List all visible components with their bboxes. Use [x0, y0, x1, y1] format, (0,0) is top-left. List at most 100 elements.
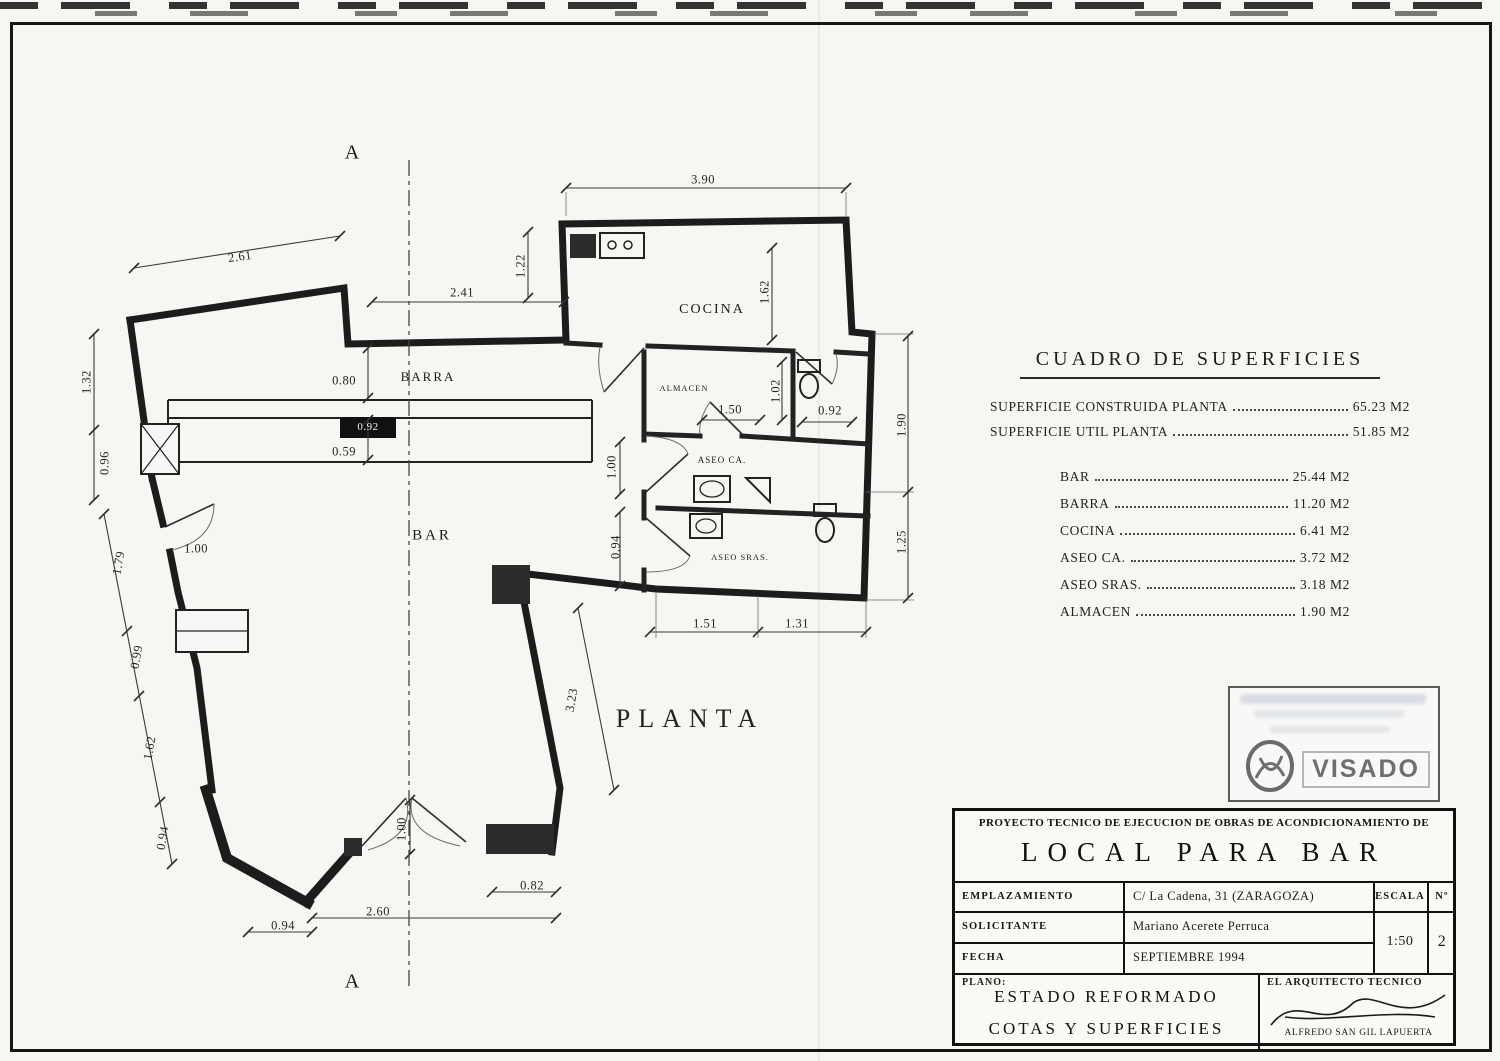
dim-label-d094a: 0.94: [608, 535, 623, 559]
plan-title: PLANTA: [615, 704, 765, 733]
project-description: PROYECTO TECNICO DE EJECUCION DE OBRAS D…: [978, 817, 1430, 829]
dim-label-d096: 0.96: [97, 451, 112, 475]
dim-label-d390: 3.90: [691, 172, 715, 187]
grid-line: [1373, 881, 1375, 973]
dotted-leader: [1135, 614, 1296, 616]
surfaces-totals: SUPERFICIE CONSTRUIDA PLANTA 65.23 M2 SU…: [990, 399, 1410, 449]
surfaces-item-value: 11.20 M2: [1293, 496, 1350, 511]
surfaces-item-row: ASEO CA. 3.72 M2: [1060, 550, 1350, 577]
surfaces-item-label: ASEO CA.: [1060, 550, 1126, 565]
arquitecto-name: ALFREDO SAN GIL LAPUERTA: [1284, 1028, 1433, 1038]
room-label-aseo-sras: ASEO SRAS.: [711, 552, 769, 562]
plano-label: PLANO:: [962, 977, 1007, 988]
stamp-seal-icon: [1246, 740, 1294, 792]
kitchen-counter: [570, 232, 645, 259]
dim-label-d162a: 1.62: [757, 280, 772, 304]
emplazamiento-label: EMPLAZAMIENTO: [962, 890, 1074, 902]
grid-line: [955, 973, 1453, 975]
dim-label-d150: 1.50: [718, 402, 742, 417]
stamp-faded-text: [1240, 694, 1426, 704]
door-leaves: [164, 347, 833, 847]
surfaces-total-label: SUPERFICIE UTIL PLANTA: [990, 424, 1169, 439]
dim-label-d092a: 0.92: [357, 421, 379, 433]
dim-label-d131: 1.31: [785, 616, 809, 631]
toilet-fixtures: [797, 359, 837, 543]
surfaces-item-value: 6.41 M2: [1300, 523, 1350, 538]
solicitante-label: SOLICITANTE: [962, 921, 1048, 932]
surfaces-title: CUADRO DE SUPERFICIES: [1020, 348, 1380, 379]
escala-label: ESCALA: [1375, 890, 1425, 902]
plano-line2: COTAS Y SUPERFICIES: [988, 1019, 1225, 1038]
wall-cabinet: [140, 423, 249, 653]
surfaces-item-row: ALMACEN 1.90 M2: [1060, 604, 1350, 631]
dim-label-d082: 0.82: [520, 878, 544, 893]
dimension-ticks: [88, 182, 914, 938]
grid-line: [955, 942, 1373, 944]
room-label-almacen: ALMACEN: [659, 383, 709, 393]
dim-label-d122: 1.22: [513, 254, 528, 278]
fecha-label: FECHA: [962, 952, 1005, 963]
room-label-aseo-ca: ASEO CA.: [697, 455, 747, 465]
sink-fixtures: [689, 475, 771, 539]
surfaces-item-label: ASEO SRAS.: [1060, 577, 1142, 592]
section-marker-a-bottom: A: [344, 970, 360, 993]
surfaces-item-row: BARRA 11.20 M2: [1060, 496, 1350, 523]
dotted-leader: [1130, 560, 1296, 562]
solicitante-value: Mariano Acerete Perruca: [1133, 919, 1270, 933]
grid-line: [1258, 973, 1260, 1049]
wall-blocks: [344, 565, 554, 856]
surfaces-total-row: SUPERFICIE CONSTRUIDA PLANTA 65.23 M2: [990, 399, 1410, 424]
room-label-bar: BAR: [412, 527, 452, 544]
escala-value: 1:50: [1386, 934, 1414, 949]
title-block: PROYECTO TECNICO DE EJECUCION DE OBRAS D…: [952, 808, 1456, 1049]
grid-line: [955, 911, 1453, 913]
surfaces-total-value: 51.85 M2: [1352, 424, 1410, 439]
section-marker-a-top: A: [344, 141, 360, 164]
surfaces-item-label: ALMACEN: [1060, 604, 1131, 619]
dotted-leader: [1146, 587, 1296, 589]
fecha-value: SEPTIEMBRE 1994: [1133, 950, 1246, 964]
surfaces-item-value: 3.18 M2: [1300, 577, 1350, 592]
numero-value: 2: [1437, 933, 1447, 950]
surfaces-item-row: ASEO SRAS. 3.18 M2: [1060, 577, 1350, 604]
arquitecto-label: EL ARQUITECTO TECNICO: [1267, 977, 1423, 988]
dim-label-d100b: 1.00: [184, 541, 208, 556]
room-label-cocina: COCINA: [679, 302, 745, 317]
interior-walls: [563, 340, 871, 593]
surfaces-item-row: COCINA 6.41 M2: [1060, 523, 1350, 550]
stamp-faded-text: [1270, 726, 1390, 733]
numero-label: Nº: [1435, 890, 1449, 902]
dotted-leader: [1094, 479, 1288, 481]
project-title: LOCAL PARA BAR: [1020, 837, 1388, 867]
surfaces-item-label: COCINA: [1060, 523, 1116, 538]
dotted-leader: [1120, 533, 1296, 535]
surfaces-item-label: BAR: [1060, 469, 1090, 484]
dim-label-d100c: 1.00: [394, 817, 409, 841]
sheet-border: [10, 22, 1492, 1052]
stamp-faded-text: [1254, 710, 1404, 718]
scan-noise-top-2: [40, 11, 1450, 16]
surfaces-item-row: BAR 25.44 M2: [1060, 469, 1350, 496]
surfaces-table: CUADRO DE SUPERFICIES SUPERFICIE CONSTRU…: [990, 348, 1410, 631]
grid-line: [1123, 881, 1125, 973]
surfaces-item-value: 1.90 M2: [1300, 604, 1350, 619]
room-label-barra: BARRA: [400, 369, 456, 384]
dim-label-d125: 1.25: [894, 530, 909, 554]
dim-label-d100a: 1.00: [604, 455, 619, 479]
surfaces-total-label: SUPERFICIE CONSTRUIDA PLANTA: [990, 399, 1228, 414]
grid-line: [1427, 881, 1429, 973]
dim-label-d080: 0.80: [332, 373, 356, 388]
scan-fold-line: [818, 0, 820, 1061]
surfaces-item-label: BARRA: [1060, 496, 1110, 511]
dim-label-d092b: 0.92: [818, 403, 842, 418]
dimension-lines: [93, 187, 909, 933]
dotted-leader: [1173, 434, 1348, 436]
surfaces-items: BAR 25.44 M2 BARRA 11.20 M2 COCINA 6.41 …: [1060, 469, 1350, 631]
door-swing-arcs: [171, 346, 838, 851]
dim-label-d260: 2.60: [366, 904, 390, 919]
dim-label-d059: 0.59: [332, 444, 356, 459]
architect-signature: [1270, 994, 1446, 1026]
emplazamiento-value: C/ La Cadena, 31 (ZARAGOZA): [1133, 888, 1315, 903]
dim-label-d190: 1.90: [894, 413, 909, 437]
